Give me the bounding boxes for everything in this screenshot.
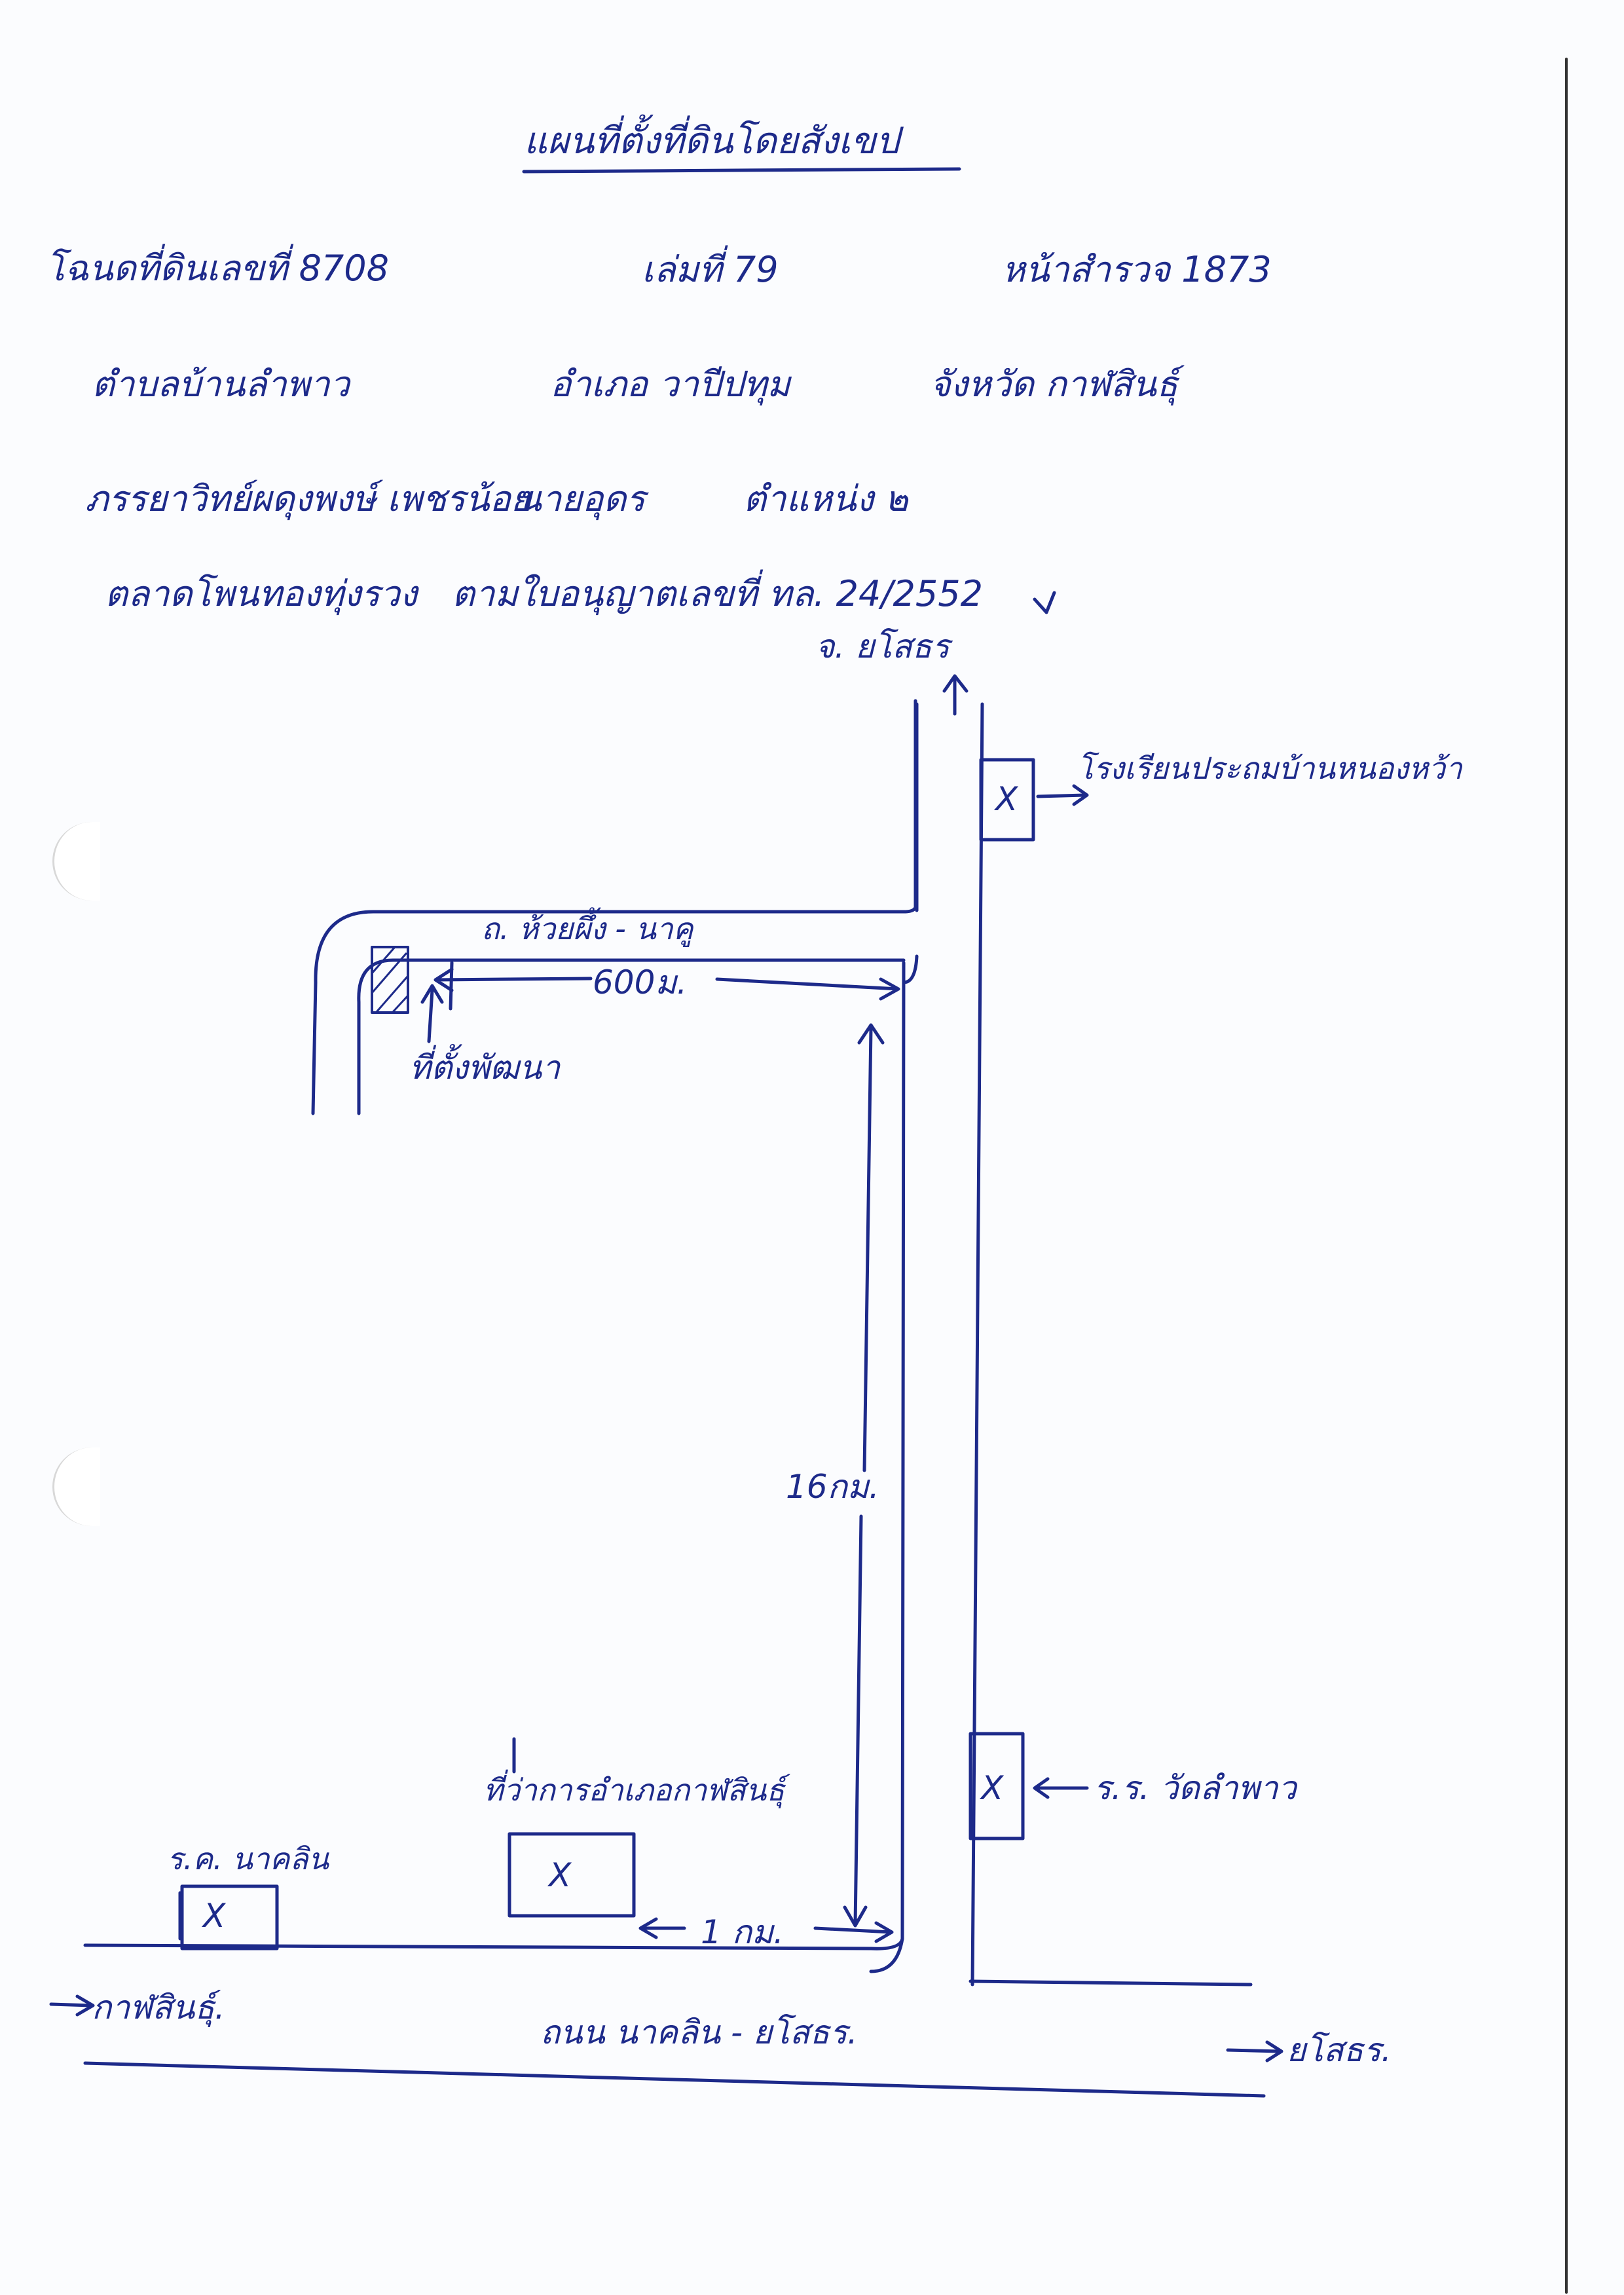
road-bottom-lower [83, 2061, 1266, 2098]
north-arrow [942, 674, 969, 716]
road-ref-field: ตลาดโพนทองทุ่งรวง [105, 573, 418, 614]
site-label: ที่ตั้งพัฒนา [409, 1049, 561, 1087]
school-right-box [969, 1732, 1025, 1840]
subdistrict-field: ตำบลบ้านลำพาว [92, 364, 350, 405]
document-title: แผนที่ตั้งที่ดินโดยสังเขป [524, 120, 900, 162]
school-right-pointer [1033, 1777, 1089, 1799]
school-top-box [979, 758, 1035, 842]
owner-field: ภรรยาวิทย์ผดุงพงษ์ เพชรน้อย [85, 478, 532, 519]
site-pointer [420, 984, 444, 1043]
district-office-label: ที่ว่าการอำเภอกาฬสินธุ์ [483, 1772, 785, 1808]
rank-field: ตำแหน่ง ๒ [743, 478, 908, 519]
dim-1km-label: 1 กม. [701, 1913, 784, 1951]
police-label: ร.ค. นาคลิน [167, 1841, 329, 1876]
title-underline [522, 167, 961, 174]
school-top-label: โรงเรียนประถมบ้านหนองหว้า [1077, 751, 1462, 786]
right-road-arrow [1226, 2040, 1283, 2062]
police-box [180, 1884, 279, 1950]
road-east-west-inner [357, 958, 906, 1115]
dim-16km-up [857, 1023, 885, 1472]
tick-mark [1033, 591, 1056, 614]
north-destination-label: จ. ยโสธร [815, 627, 950, 665]
province-field: จังหวัด กาฬสินธุ์ [930, 364, 1178, 405]
dim-600-label: 600ม. [593, 963, 688, 1001]
bottom-road-label: ถนน นาคลิน - ยโสธร. [540, 2013, 858, 2051]
permit-field: ตามใบอนุญาตเลขที่ ทล. 24/2552 [452, 573, 983, 614]
dim-1km-left [638, 1917, 686, 1939]
volume-number: เล่มที่ 79 [642, 249, 779, 290]
left-road-arrow [49, 1994, 95, 2017]
school-top-pointer [1036, 784, 1089, 806]
school-right-label: ร.ร. วัดลำพาว [1094, 1769, 1297, 1807]
site-hatched [371, 946, 409, 1014]
police-marker: X [203, 1897, 226, 1935]
dim-16km-down [843, 1514, 868, 1928]
dim-600-tick [449, 961, 454, 1011]
road-top-label: ถ. ห้วยผึ้ง - นาคู [481, 911, 693, 946]
road-vertical-left-edge-top [902, 699, 917, 914]
road-bottom-right-upper [969, 1979, 1253, 1987]
school-right-marker: X [981, 1769, 1004, 1807]
road-east-west-outer [311, 910, 906, 1115]
dim-1km-right [813, 1921, 894, 1943]
page-number: หน้าสำรวจ 1873 [1002, 249, 1272, 290]
deed-number: โฉนดที่ดินเลขที่ 8708 [46, 248, 389, 289]
road-bottom-upper [83, 1937, 904, 1950]
road-vertical-right-edge [970, 702, 984, 1987]
dim-600-left-arrow [434, 967, 593, 992]
dim-600-right-arrow [715, 977, 900, 1001]
right-destination-label: ยโสธร. [1287, 2031, 1392, 2069]
district-field: อำเภอ วาปีปทุม [550, 364, 790, 405]
school-top-marker: X [995, 780, 1018, 818]
left-destination-label: กาฬสินธุ์. [92, 1988, 225, 2026]
dim-16km-label: 16กม. [786, 1468, 879, 1506]
district-office-box [507, 1832, 636, 1918]
applicant-field: นายอุดร [517, 478, 646, 519]
road-vertical-left-edge [869, 702, 919, 1973]
district-office-marker: X [549, 1856, 572, 1894]
